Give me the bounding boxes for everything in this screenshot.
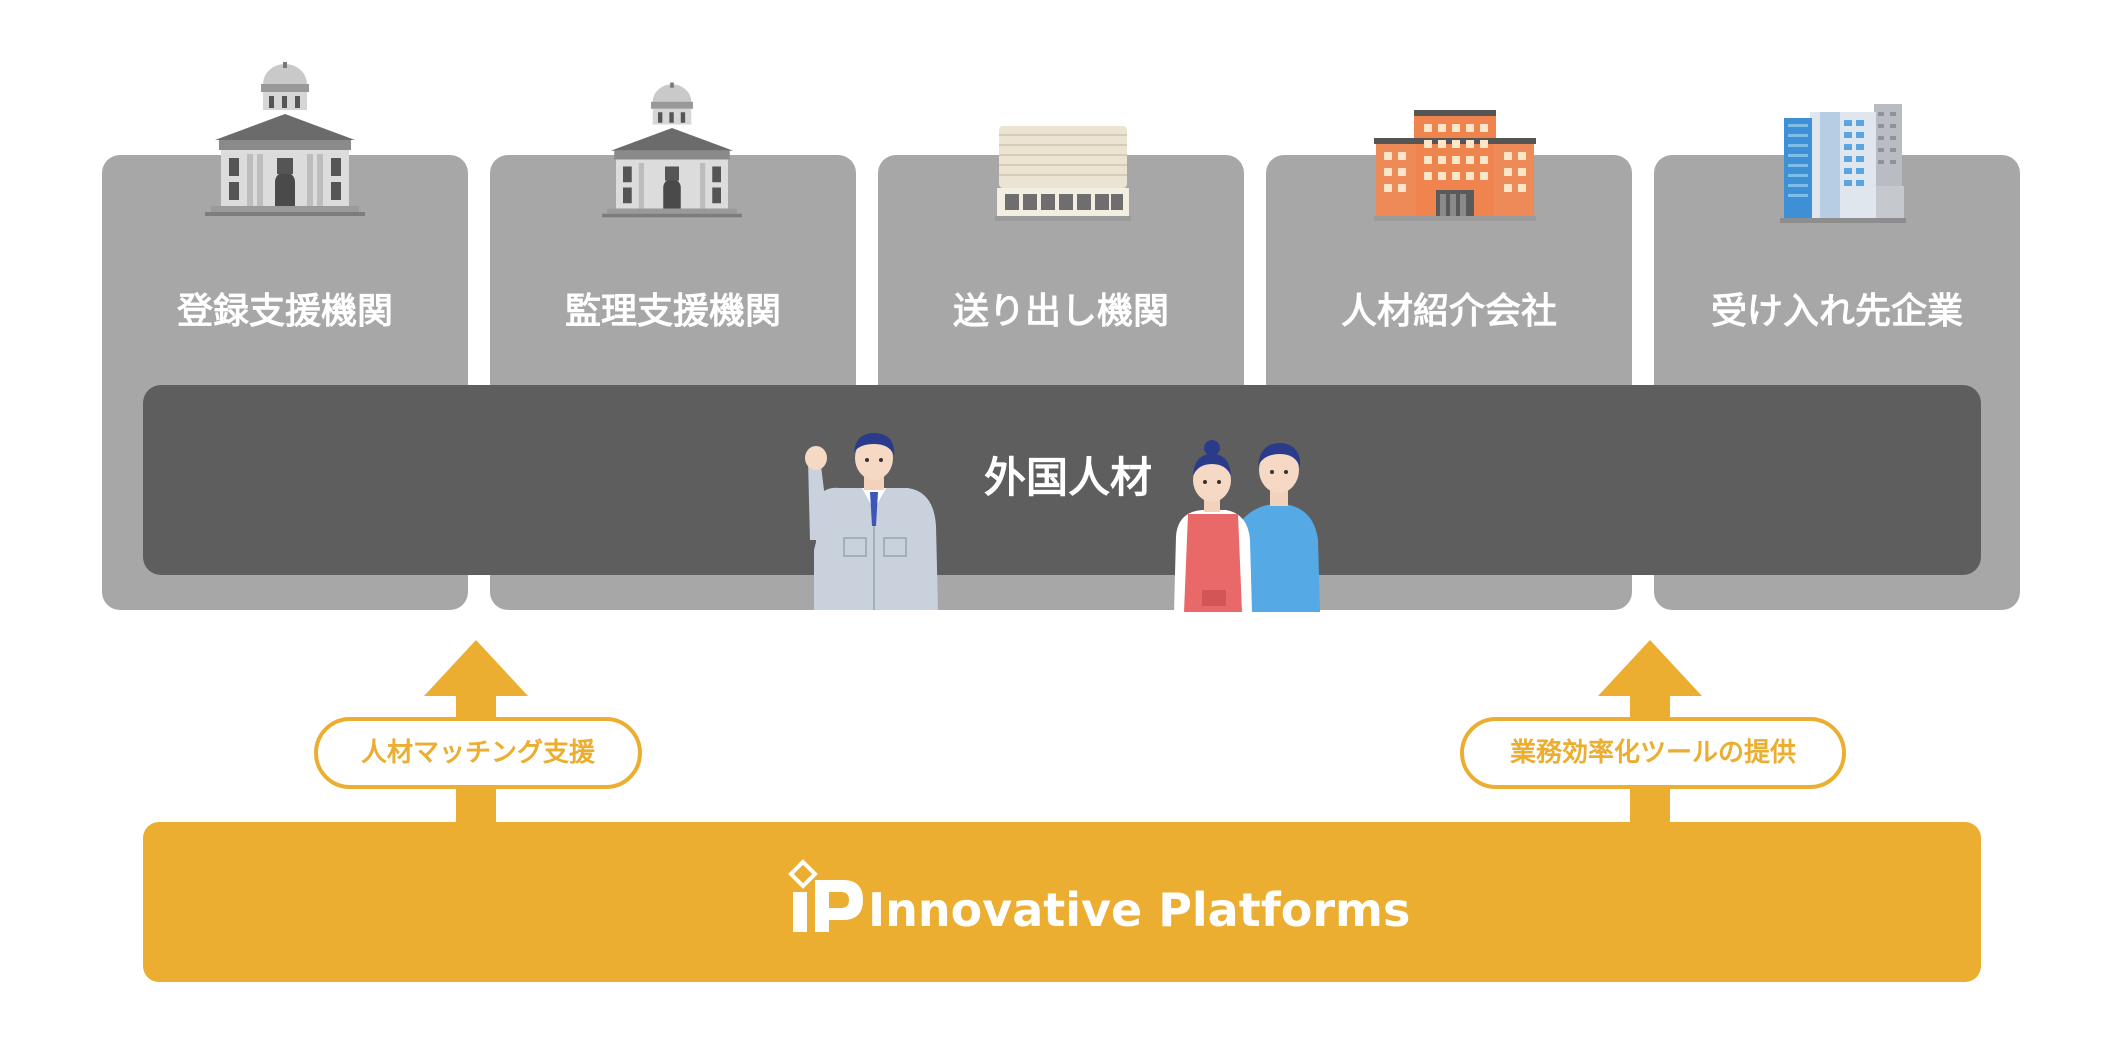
skyscrapers-icon [1780,104,1906,223]
platform-bar [143,822,1981,982]
ip-logo-icon [788,859,863,932]
couple-person-icon [1174,440,1320,612]
org-label-recruiting: 人材紹介会社 [1340,291,1557,332]
office-building-icon [1374,110,1536,221]
worker-person-icon [805,432,938,610]
efficiency-tools-badge: 業務効率化ツールの提供 [1460,717,1846,789]
government-building-icon [205,62,365,216]
government-building-icon [602,82,742,218]
matching-support-badge: 人材マッチング支援 [314,717,642,789]
foreign-talent-label: 外国人材 [983,453,1152,502]
platform-name: Innovative Platforms [868,883,1411,937]
org-label-sending: 送り出し機関 [952,291,1169,332]
foreign-talent-band [143,385,1981,575]
org-label-employer: 受け入れ先企業 [1710,291,1963,332]
low-building-icon [995,126,1131,221]
org-label-supervision: 監理支援機関 [564,291,781,332]
org-label-registration: 登録支援機関 [176,291,393,332]
